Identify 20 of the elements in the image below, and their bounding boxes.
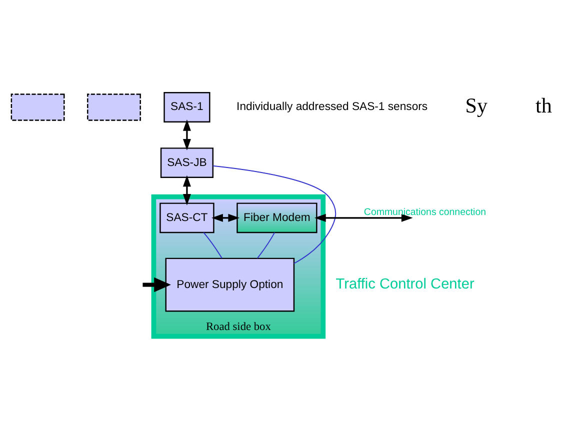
arrow	[314, 213, 413, 222]
label: Individually addressed SAS-1 sensors	[236, 100, 428, 113]
node-box: Power Supply Option	[165, 257, 295, 312]
arrow	[182, 118, 191, 150]
connector	[212, 164, 336, 264]
label: th	[535, 92, 552, 117]
connector	[256, 232, 276, 258]
node-box: SAS-JB	[160, 147, 214, 178]
arrow	[182, 174, 191, 205]
node-box	[10, 93, 65, 120]
edge-label: Communications connection	[364, 206, 486, 218]
arrow	[212, 213, 240, 222]
arrow	[142, 276, 171, 292]
node-box	[87, 93, 141, 120]
node-box: SAS-1	[164, 92, 210, 122]
node-text: Traffic Control Center	[336, 276, 474, 292]
connector	[203, 232, 222, 258]
label: Sy	[465, 92, 488, 117]
node-box: SAS-CT	[160, 202, 214, 233]
node-box: Fiber Modem	[236, 202, 318, 233]
